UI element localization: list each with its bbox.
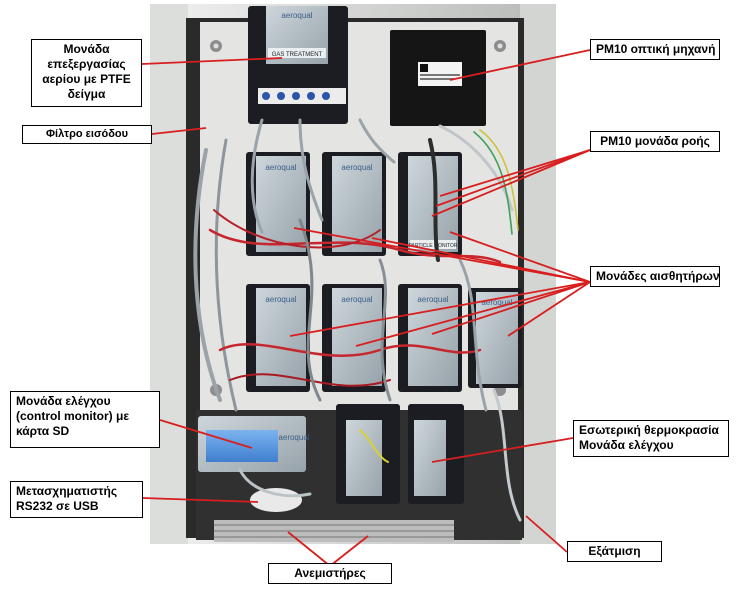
- pm10-optical-engine: [390, 30, 486, 126]
- label-pm10-optical: PM10 οπτική μηχανή: [590, 39, 720, 60]
- gas-module-text: GAS TREATMENT: [272, 52, 323, 58]
- label-gas-line-3: αερίου με PTFE: [42, 72, 131, 86]
- label-control-line-1: Μονάδα ελέγχου: [16, 394, 111, 408]
- module-brand-2: aeroqual: [341, 163, 372, 172]
- gas-treatment-module: aeroqual GAS TREATMENT: [248, 6, 348, 124]
- pointer-lines: [141, 49, 591, 567]
- label-gas-line-2: επεξεργασίας: [47, 57, 126, 71]
- module-brand-6: aeroqual: [481, 298, 512, 307]
- sensor-modules-row-1: aeroqual aeroqual PARTICLE MONITOR: [246, 152, 462, 256]
- label-temp-line-1: Εσωτερική θερμοκρασία: [579, 423, 719, 437]
- label-control-line-3: κάρτα SD: [16, 424, 70, 438]
- module-brand-1: aeroqual: [265, 163, 296, 172]
- label-control-line-2: (control monitor) με: [16, 409, 130, 423]
- label-temp-line-2: Μονάδα ελέγχου: [579, 438, 674, 452]
- label-internal-temperature: Εσωτερική θερμοκρασία Μονάδα ελέγχου: [573, 420, 729, 457]
- label-rs232-line-1: Μετασχηματιστής: [16, 484, 118, 498]
- gas-module-brand: aeroqual: [281, 11, 312, 20]
- label-pm10-flow: PM10 μονάδα ροής: [590, 131, 720, 152]
- label-gas-line-1: Μονάδα: [63, 42, 110, 56]
- label-rs232-line-2: RS232 σε USB: [16, 499, 99, 513]
- lower-modules: [250, 404, 464, 512]
- label-rs232-converter: Μετασχηματιστής RS232 σε USB: [10, 481, 143, 518]
- label-exhaust: Εξάτμιση: [567, 541, 662, 562]
- label-sensor-modules-text: Μονάδες αισθητήρων: [596, 269, 720, 283]
- label-inlet-filter-text: Φίλτρο εισόδου: [45, 128, 128, 140]
- label-sensor-modules: Μονάδες αισθητήρων: [590, 266, 720, 287]
- label-gas-line-4: δείγμα: [67, 87, 106, 101]
- label-exhaust-text: Εξάτμιση: [588, 544, 641, 558]
- module-brand-4: aeroqual: [341, 295, 372, 304]
- label-pm10-optical-text: PM10 οπτική μηχανή: [596, 42, 716, 56]
- cables: [193, 118, 522, 522]
- label-fans: Ανεμιστήρες: [268, 563, 392, 584]
- control-brand: aeroqual: [278, 433, 309, 442]
- control-monitor: aeroqual: [198, 416, 310, 472]
- module-brand-3: aeroqual: [265, 295, 296, 304]
- module-brand-5: aeroqual: [417, 295, 448, 304]
- flow-module-text: PARTICLE MONITOR: [409, 243, 458, 249]
- label-pm10-flow-text: PM10 μονάδα ροής: [600, 134, 710, 148]
- label-control-module: Μονάδα ελέγχου (control monitor) με κάρτ…: [10, 391, 160, 448]
- label-inlet-filter: Φίλτρο εισόδου: [22, 125, 152, 144]
- label-gas-treatment-module: Μονάδα επεξεργασίας αερίου με PTFE δείγμ…: [31, 39, 142, 107]
- label-fans-text: Ανεμιστήρες: [294, 566, 366, 580]
